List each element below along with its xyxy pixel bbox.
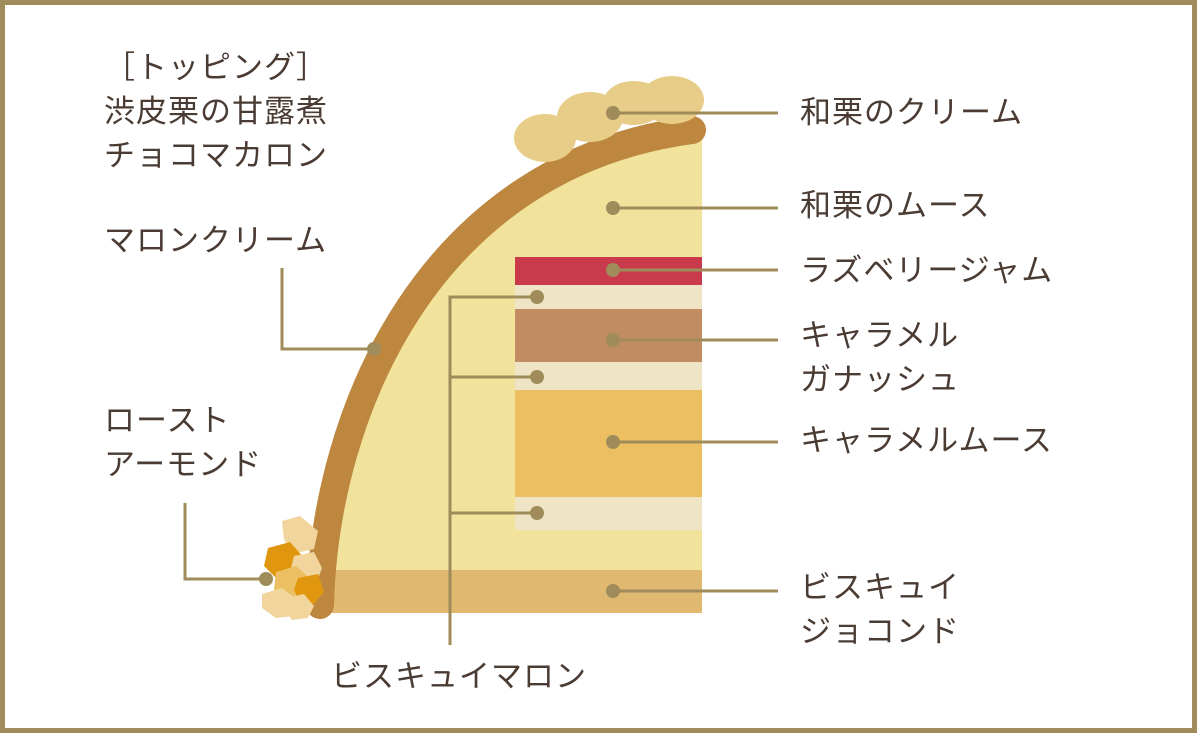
dot-roast-almond [259,572,273,586]
dot-waguri-cream [606,106,620,120]
roast-almond-topping [262,516,324,620]
dot-biscuit-marron-1 [530,290,544,304]
dot-caramel-mousse [606,435,620,449]
topping-item-chestnut: 渋皮栗の甘露煮 [104,94,328,130]
dot-biscuit-marron-2 [530,370,544,384]
caramel-ganache-label: キャラメル ガナッシュ [800,318,960,398]
biscuit-marron-layer-2 [515,362,702,390]
dot-biscuit-joconde [606,584,620,598]
leader-biscuit-marron [448,295,537,645]
dot-waguri-mousse [606,201,620,215]
raspberry-jam-label: ラズベリージャム [800,253,1054,289]
biscuit-marron-label: ビスキュイマロン [331,659,587,695]
caramel-mousse-label: キャラメルムース [800,423,1053,459]
leader-marron-cream [280,268,374,351]
dot-caramel-ganache [606,333,620,347]
topping-header: ［トッピング］ [104,50,328,86]
biscuit-marron-layer-3 [515,497,702,530]
waguri-mousse-label: 和栗のムース [800,188,991,224]
marron-cream-label: マロンクリーム [104,223,328,259]
dot-raspberry-jam [606,263,620,277]
biscuit-joconde-label: ビスキュイ ジョコンド [800,570,960,650]
waguri-cream-label: 和栗のクリーム [800,95,1024,131]
marron-cream-layer [306,116,706,619]
dot-biscuit-marron-3 [530,506,544,520]
topping-label: ［トッピング］ 渋皮栗の甘露煮 チョコマカロン [104,46,328,178]
leader-roast-almond [183,503,266,581]
roast-almond-label: ロースト アーモンド [104,403,263,483]
dot-marron-cream [367,342,381,356]
biscuit-marron-layer-1 [515,285,702,309]
topping-item-macaron: チョコマカロン [104,138,328,174]
